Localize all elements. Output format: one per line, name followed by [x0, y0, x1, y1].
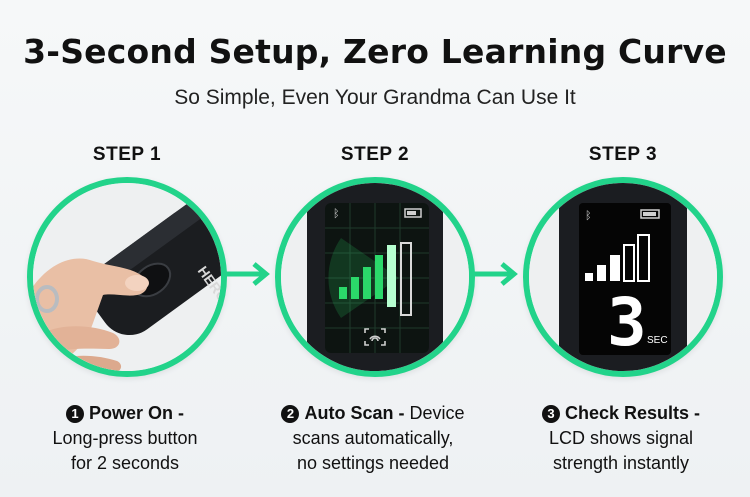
step-1-label: STEP 1: [92, 144, 162, 165]
step-1-desc-line2: for 2 seconds: [70, 453, 180, 473]
lcd-value: 3: [607, 284, 647, 361]
step-2-title: Auto Scan: [304, 403, 394, 423]
radar-scan-screen-icon: ᛒ: [281, 183, 469, 371]
step-3-title: Check Results: [564, 403, 690, 423]
step-3-number: 3: [541, 405, 560, 423]
step-3-image: ᛒ 3 SEC: [523, 177, 723, 377]
page-title: 3-Second Setup, Zero Learning Curve: [23, 32, 727, 71]
lcd-unit: SEC: [647, 335, 668, 346]
bluetooth-icon: ᛒ: [333, 207, 340, 220]
step-1-desc-line1: Long-press button: [52, 428, 198, 448]
step-3-desc-line2: strength instantly: [552, 453, 690, 473]
arrow-right-icon: [224, 262, 272, 286]
step-1-title: Power On: [88, 403, 173, 423]
signal-bars-screen-icon: ᛒ 3 SEC: [529, 183, 717, 371]
step-1-number: 1: [65, 405, 84, 423]
hand-pressing-button-icon: HERO: [33, 183, 221, 371]
step-2-desc-line0: Device: [409, 403, 465, 423]
step-2-image: ᛒ: [275, 177, 475, 377]
step-2-desc-line1: scans automatically,: [292, 428, 454, 448]
arrow-right-icon: [472, 262, 520, 286]
step-3-desc-line1: LCD shows signal: [548, 428, 694, 448]
step-2-desc-line2: no settings needed: [296, 453, 450, 473]
step-3-label: STEP 3: [588, 144, 658, 165]
step-2-label: STEP 2: [340, 144, 410, 165]
page-subtitle: So Simple, Even Your Grandma Can Use It: [174, 86, 576, 109]
bluetooth-icon: ᛒ: [585, 209, 592, 222]
step-1-image: HERO: [27, 177, 227, 377]
step-2-number: 2: [281, 405, 300, 423]
